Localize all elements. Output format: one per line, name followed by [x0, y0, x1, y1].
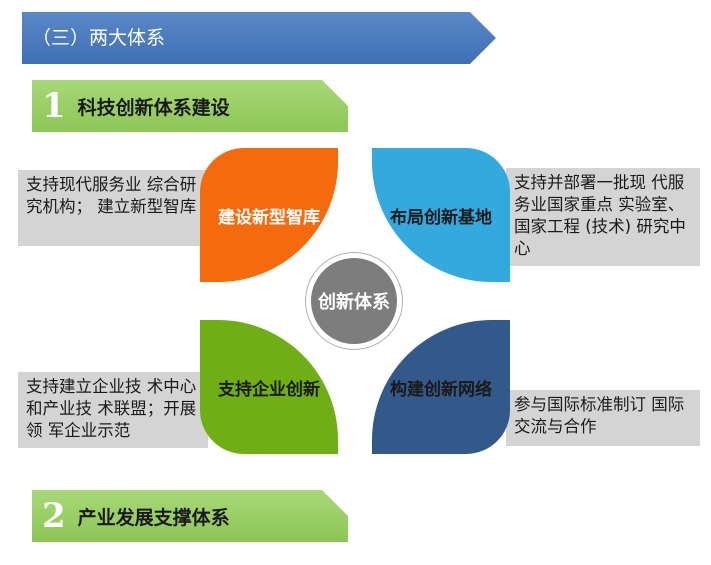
petal-bottom-left-label: 支持企业创新: [218, 379, 320, 400]
petal-top-right-label: 布局创新基地: [390, 207, 492, 228]
description-bottom-right: 参与国际标准制订 国际交流与合作: [506, 390, 700, 446]
section-2-title: 产业发展支撑体系: [77, 506, 230, 529]
petal-top-right: 布局创新基地: [372, 148, 510, 282]
section-1-number: 1: [42, 86, 66, 126]
description-top-left: 支持现代服务业 综合研究机构； 建立新型智库: [18, 170, 208, 246]
header-banner: （三）两大体系: [22, 12, 496, 64]
petal-top-left: 建设新型智库: [200, 148, 338, 282]
petal-top-left-label: 建设新型智库: [218, 207, 320, 228]
section-2-banner: 2 产业发展支撑体系: [32, 490, 348, 542]
center-circle: 创新体系: [306, 253, 402, 349]
description-bottom-left: 支持建立企业技 术中心和产业技 术联盟；开展领 军企业示范: [18, 372, 208, 448]
section-1-banner: 1 科技创新体系建设: [32, 80, 348, 132]
section-2-number: 2: [42, 496, 66, 536]
description-top-right: 支持并部署一批现 代服务业国家重点 实验室、国家工程 (技术) 研究中心: [506, 168, 700, 266]
center-label: 创新体系: [318, 292, 390, 313]
header-title: （三）两大体系: [32, 27, 166, 49]
section-1-title: 科技创新体系建设: [77, 96, 230, 119]
petal-bottom-right-label: 构建创新网络: [390, 379, 492, 400]
petal-bottom-right: 构建创新网络: [372, 320, 510, 454]
petal-bottom-left: 支持企业创新: [200, 320, 338, 454]
